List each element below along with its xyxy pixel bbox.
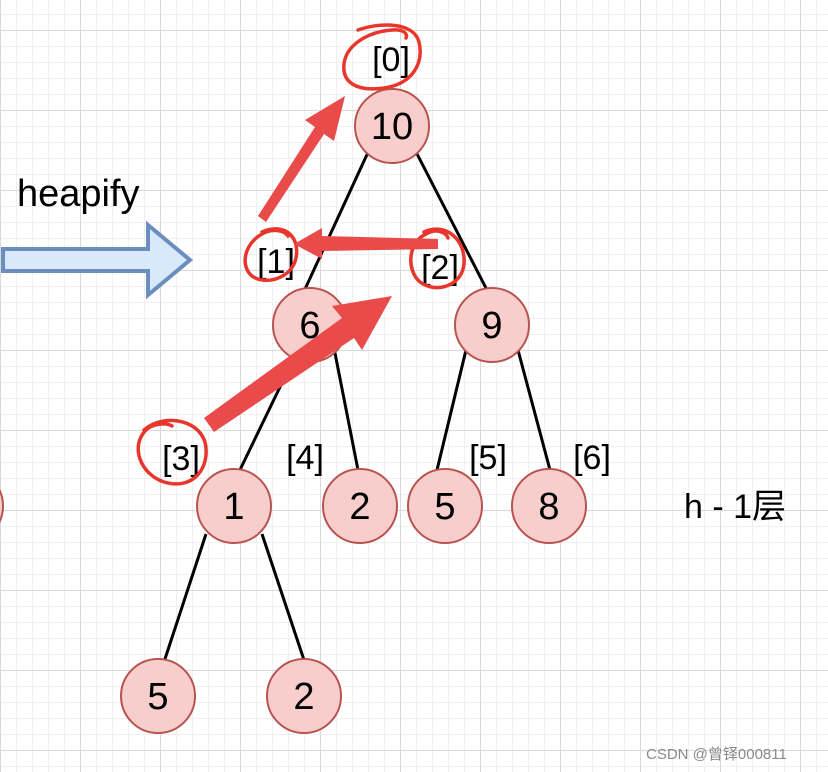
annotation-circle-2 bbox=[409, 227, 466, 290]
index-label-4: [4] bbox=[286, 439, 324, 477]
heap-node-2: 9 bbox=[454, 287, 530, 363]
heap-node-6: 8 bbox=[511, 468, 587, 544]
partial-node bbox=[0, 489, 4, 523]
red-arrows bbox=[204, 96, 438, 432]
heapify-title: heapify bbox=[17, 173, 140, 215]
index-label-6: [6] bbox=[573, 439, 611, 477]
red-arrow-1-to-0 bbox=[258, 96, 345, 222]
heap-node-4: 2 bbox=[322, 468, 398, 544]
edge-1-4 bbox=[332, 347, 360, 471]
node-value: 8 bbox=[538, 486, 559, 528]
tree-edges bbox=[162, 147, 552, 663]
red-annotations bbox=[136, 23, 466, 486]
node-value: 2 bbox=[349, 486, 370, 528]
index-label-5: [5] bbox=[469, 439, 507, 477]
index-label-3: [3] bbox=[162, 440, 200, 478]
node-value: 5 bbox=[147, 676, 168, 718]
edge-0-1 bbox=[298, 147, 372, 301]
layer-label: h - 1层 bbox=[684, 488, 786, 526]
heap-node-7: 5 bbox=[120, 658, 196, 734]
node-value: 10 bbox=[371, 106, 413, 148]
node-value: 2 bbox=[293, 676, 314, 718]
index-label-1: [1] bbox=[257, 243, 295, 281]
index-label-2: [2] bbox=[421, 249, 459, 287]
red-arrow-2-to-1 bbox=[294, 228, 438, 259]
edge-2-6 bbox=[516, 349, 552, 471]
node-value: 9 bbox=[481, 305, 502, 347]
annotation-circle-3 bbox=[136, 418, 208, 486]
watermark: CSDN @曾铎000811 bbox=[646, 746, 787, 763]
heapify-arrow-icon bbox=[1, 220, 194, 300]
heap-node-3: 1 bbox=[196, 468, 272, 544]
edge-0-2 bbox=[412, 147, 490, 293]
heap-node-8: 2 bbox=[266, 658, 342, 734]
node-value: 5 bbox=[434, 486, 455, 528]
annotation-circle-0 bbox=[342, 23, 422, 91]
node-value: 6 bbox=[299, 305, 320, 347]
node-value: 1 bbox=[223, 486, 244, 528]
heap-node-0: 10 bbox=[354, 88, 430, 164]
annotation-circle-1 bbox=[243, 227, 299, 282]
edge-2-5 bbox=[435, 349, 468, 471]
red-arrow-3-to-2 bbox=[204, 296, 392, 432]
heap-node-5: 5 bbox=[407, 468, 483, 544]
index-label-0: [0] bbox=[372, 41, 410, 79]
edge-3-7 bbox=[162, 533, 208, 663]
edge-3-8 bbox=[260, 533, 306, 661]
